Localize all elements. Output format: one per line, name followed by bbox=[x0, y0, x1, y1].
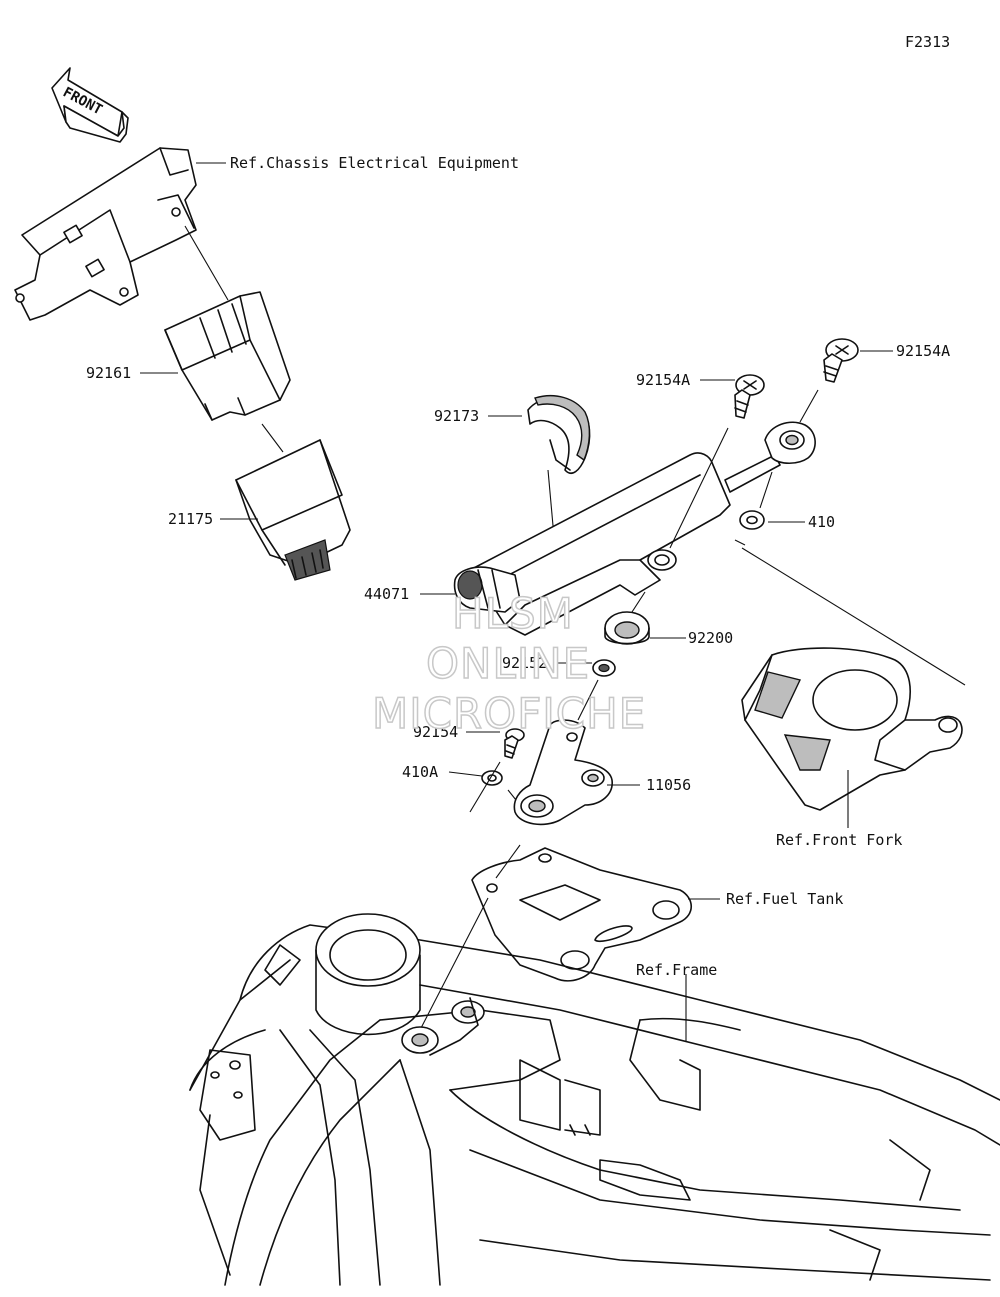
part-label-92154A-top: 92154A bbox=[896, 342, 950, 360]
figure-code: F2313 bbox=[905, 33, 950, 51]
washer-410 bbox=[739, 510, 765, 530]
part-label-410: 410 bbox=[808, 513, 835, 531]
screw-92154 bbox=[504, 728, 525, 759]
relay-holder-92161 bbox=[164, 291, 291, 421]
main-frame bbox=[189, 913, 1000, 1286]
part-label-11056: 11056 bbox=[646, 776, 691, 794]
front-fork-clamp bbox=[741, 647, 963, 811]
fuel-tank-bracket bbox=[471, 847, 693, 982]
ref-frame-label: Ref.Frame bbox=[636, 961, 717, 979]
clamp-92173 bbox=[527, 394, 591, 474]
part-label-92200: 92200 bbox=[688, 629, 733, 647]
steering-damper-44071 bbox=[453, 421, 816, 636]
collar-92152 bbox=[592, 659, 616, 677]
washer-410A bbox=[481, 770, 503, 786]
part-label-410A: 410A bbox=[402, 763, 438, 781]
part-label-92173: 92173 bbox=[434, 407, 479, 425]
part-label-92161: 92161 bbox=[86, 364, 131, 382]
part-label-92154: 92154 bbox=[413, 723, 458, 741]
ref-fuel-tank-label: Ref.Fuel Tank bbox=[726, 890, 843, 908]
watermark-line-3: MICROFICHE bbox=[372, 689, 646, 738]
part-label-92152: 92152 bbox=[502, 654, 547, 672]
ref-chassis-label: Ref.Chassis Electrical Equipment bbox=[230, 154, 519, 172]
watermark: HLSM ONLINE MICROFICHE bbox=[371, 588, 646, 739]
screw-92154A-top bbox=[823, 338, 859, 383]
front-direction-arrow-icon: FRONT bbox=[51, 67, 129, 143]
chassis-bracket bbox=[14, 147, 197, 321]
part-label-92154A-mid: 92154A bbox=[636, 371, 690, 389]
part-label-21175: 21175 bbox=[168, 510, 213, 528]
watermark-line-2: ONLINE bbox=[426, 639, 590, 688]
relay-21175 bbox=[235, 439, 351, 581]
ref-front-fork-label: Ref.Front Fork bbox=[776, 831, 902, 849]
watermark-line-1: HLSM bbox=[452, 589, 574, 638]
part-label-44071: 44071 bbox=[364, 585, 409, 603]
screw-92154A-mid bbox=[734, 374, 765, 419]
spacer-92200 bbox=[604, 611, 650, 645]
bracket-11056 bbox=[513, 719, 613, 826]
